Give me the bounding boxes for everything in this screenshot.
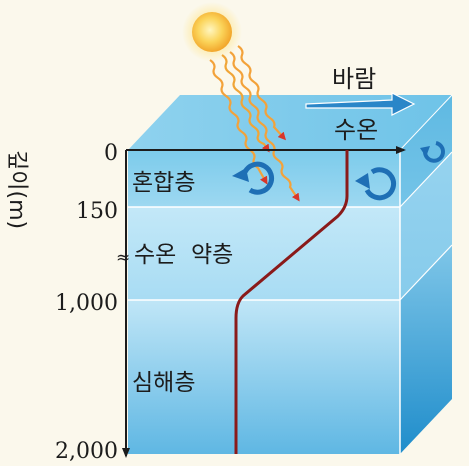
circular-arrow-icon-2 xyxy=(355,167,397,201)
wind-label: 바람 xyxy=(332,65,376,93)
layer-label-deep: 심해층 xyxy=(132,370,195,396)
layer-label-mixed: 혼합층 xyxy=(132,170,195,196)
depth-tick-0: 0 xyxy=(104,141,118,166)
ocean-block xyxy=(128,94,453,454)
deep-layer-front xyxy=(128,300,400,454)
edge-side-150 xyxy=(399,151,453,208)
depth-tick-150: 150 xyxy=(76,199,118,224)
edge-top-right xyxy=(399,94,453,151)
sun-ray-3 xyxy=(229,51,300,202)
thermocline-side xyxy=(400,152,452,300)
depth-tick-1000: 1,000 xyxy=(55,291,118,316)
deep-layer-side xyxy=(400,245,452,454)
edge-side-1000 xyxy=(399,244,453,301)
wind-arrow-icon xyxy=(305,92,416,116)
thermocline-front xyxy=(128,207,400,300)
circular-arrow-icon-3 xyxy=(420,141,445,163)
circular-arrow-icon xyxy=(232,161,275,195)
sun-ray-1 xyxy=(221,54,270,153)
sun-ray-4 xyxy=(237,45,287,141)
layer-label-thermocline: 수온 약층 xyxy=(134,242,233,268)
temperature-curve xyxy=(234,150,349,454)
depth-axis-label: 깊이(m) xyxy=(4,150,29,229)
sun-icon xyxy=(182,2,242,62)
thermocline-prefix-symbol: ≈ xyxy=(116,248,130,268)
block-top-face xyxy=(128,95,452,150)
depth-tick-2000: 2,000 xyxy=(55,439,118,464)
temperature-label: 수온 xyxy=(334,116,378,144)
